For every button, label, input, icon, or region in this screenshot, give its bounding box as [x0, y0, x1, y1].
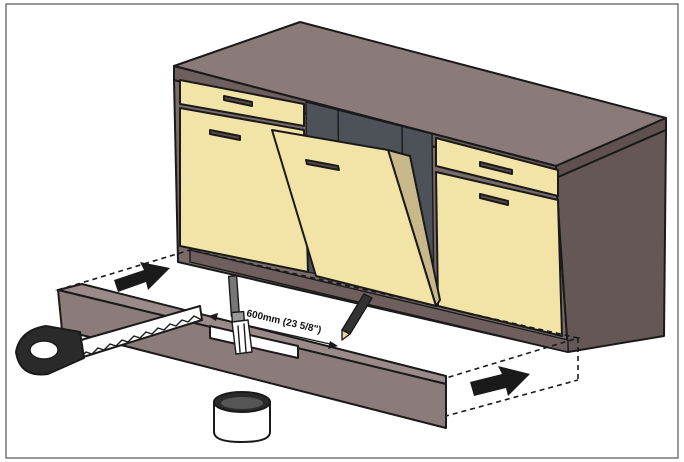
left-drawer-handle — [223, 95, 253, 107]
right-drawer-handle — [479, 161, 513, 175]
pencil-icon — [341, 293, 373, 341]
arrow-icon-left — [114, 262, 170, 292]
brush-icon — [227, 275, 253, 355]
arrow-icon — [114, 262, 170, 292]
paint-can-paint — [221, 397, 263, 409]
saw-icon — [15, 305, 203, 376]
cabinet-base-strip — [189, 249, 569, 353]
left-cabinet-door — [179, 107, 309, 273]
plinth-cutout-notch — [209, 325, 299, 359]
dishwasher-door-handle — [305, 159, 340, 171]
cabinet-side-panel — [555, 129, 667, 353]
right-cabinet-door — [435, 171, 563, 337]
left-door-handle — [209, 129, 241, 141]
dimension-arrow-right — [328, 341, 338, 349]
paint-can-body — [213, 401, 271, 443]
paint-can-icon — [213, 391, 271, 443]
dimension-arrow-left — [208, 313, 218, 321]
arrow-icon-right — [470, 366, 530, 396]
saw-teeth — [79, 315, 203, 359]
right-door-handle — [479, 193, 509, 206]
saw-handle-grip — [29, 340, 59, 360]
kitchen-cabinet-unit — [173, 21, 667, 353]
arrow-icon — [470, 366, 530, 396]
